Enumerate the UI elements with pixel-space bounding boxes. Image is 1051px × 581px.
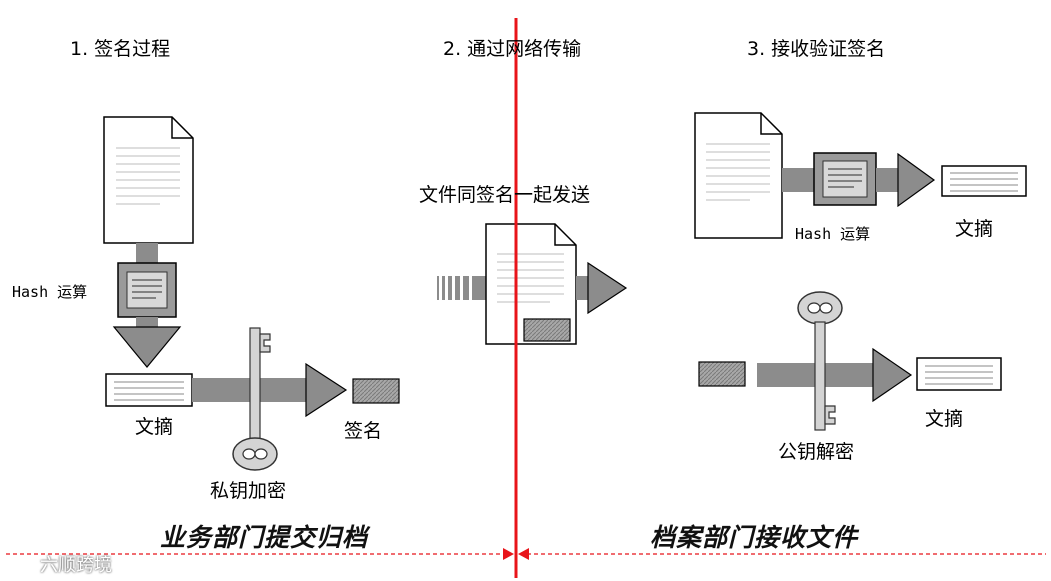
step-1-title: 1. 签名过程	[70, 38, 171, 60]
step-2-title: 2. 通过网络传输	[443, 38, 582, 60]
public-key-icon	[797, 291, 843, 431]
right-hash-label: Hash 运算	[795, 222, 870, 244]
right-digest-bottom-label: 文摘	[925, 408, 964, 430]
right-hash-processor-icon	[813, 152, 877, 206]
right-dashed-arrowhead-icon	[518, 548, 529, 560]
left-signature-label: 签名	[344, 420, 383, 442]
right-digest-top-icon	[941, 165, 1027, 197]
left-signature-tag-icon	[352, 378, 400, 404]
public-key-label: 公钥解密	[778, 441, 855, 463]
step-3-title: 3. 接收验证签名	[747, 38, 886, 60]
right-hash-label-text: Hash 运算	[795, 225, 871, 243]
left-encrypt-bar	[192, 378, 306, 402]
right-arrow-icon	[305, 362, 348, 418]
private-key-label: 私钥加密	[210, 480, 287, 502]
watermark-text: 六顺跨境	[40, 555, 112, 576]
transfer-trail-icon	[437, 276, 488, 300]
right-document-icon	[694, 112, 783, 239]
left-flow-bar-bottom	[136, 317, 158, 327]
right-hash-arrow-icon	[897, 152, 936, 208]
right-decrypt-arrow-icon	[872, 347, 913, 403]
left-hash-processor-icon	[117, 262, 177, 318]
left-digest-label: 文摘	[135, 416, 174, 438]
left-department-caption: 业务部门提交归档	[160, 523, 369, 552]
private-key-icon	[232, 327, 278, 471]
transfer-document-icon	[485, 223, 577, 345]
right-department-caption: 档案部门接收文件	[650, 523, 859, 552]
send-together-label: 文件同签名一起发送	[419, 184, 591, 206]
right-hash-bar-in	[782, 168, 814, 192]
right-hash-bar-out	[876, 168, 898, 192]
left-digest-icon	[105, 373, 193, 407]
left-dashed-arrowhead-icon	[503, 548, 514, 560]
right-digest-top-label: 文摘	[955, 218, 994, 240]
left-flow-bar-top	[136, 243, 158, 263]
left-hash-label: Hash 运算	[12, 280, 87, 302]
right-digest-bottom-icon	[916, 357, 1002, 391]
left-document-icon	[103, 116, 194, 244]
right-signature-tag-icon	[698, 361, 746, 387]
left-hash-label-text: Hash 运算	[12, 283, 88, 301]
down-arrow-icon	[112, 326, 182, 368]
transfer-bar	[576, 276, 588, 300]
transfer-arrow-icon	[587, 261, 628, 315]
